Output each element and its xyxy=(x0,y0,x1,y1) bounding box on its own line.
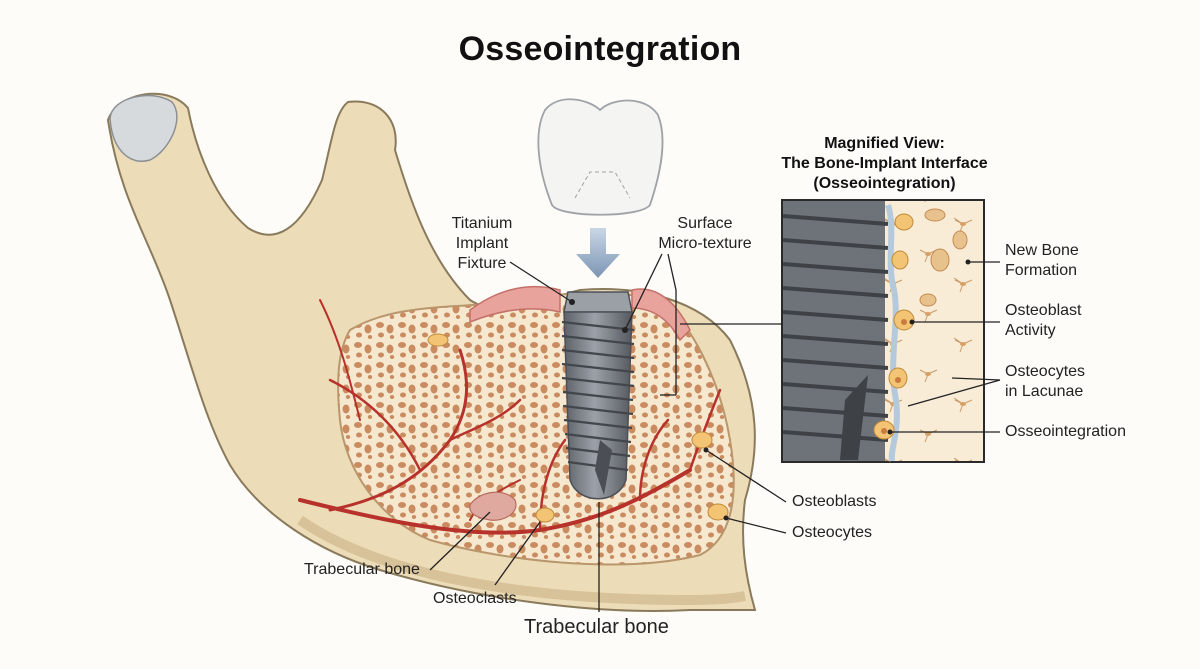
placement-arrow xyxy=(576,228,620,278)
crown xyxy=(537,98,664,216)
diagram-title: Osseointegration xyxy=(458,30,742,68)
label-osteoblast-activity: Osteoblast Activity xyxy=(1005,301,1081,341)
label-trabecular-bone-bottom: Trabecular bone xyxy=(524,616,669,638)
magnified-title-line: The Bone-Implant Interface xyxy=(781,155,988,172)
label-titanium-implant-fixture: Titanium Implant Fixture xyxy=(432,214,532,274)
leader-lines xyxy=(429,253,1001,612)
label-osteoblasts: Osteoblasts xyxy=(792,493,877,510)
label-trabecular-bone-left: Trabecular bone xyxy=(304,561,420,578)
label-line: Fixture xyxy=(457,255,507,272)
label-line: Surface xyxy=(677,215,733,232)
label-osteoclasts: Osteoclasts xyxy=(433,590,517,607)
label-line: Titanium xyxy=(451,215,513,232)
label-line: Osteocytes xyxy=(1005,363,1086,380)
label-osteocytes-in-lacunae: Osteocytes in Lacunae xyxy=(1005,362,1085,402)
implant-fixture xyxy=(561,291,635,500)
magnified-title-line: (Osseointegration) xyxy=(813,175,956,192)
label-line: Activity xyxy=(1005,322,1056,339)
label-osseointegration: Osseointegration xyxy=(1005,423,1126,440)
magnified-view-title: Magnified View: The Bone-Implant Interfa… xyxy=(762,134,1007,194)
magnified-title-line: Magnified View: xyxy=(824,135,945,152)
label-line: Micro-texture xyxy=(658,235,752,252)
label-line: in Lacunae xyxy=(1005,383,1084,400)
label-line: Osteoblast xyxy=(1005,302,1082,319)
label-line: New Bone xyxy=(1005,242,1079,259)
label-line: Formation xyxy=(1005,262,1078,279)
label-surface-micro-texture: Surface Micro-texture xyxy=(640,214,770,254)
bone-cells xyxy=(427,333,729,523)
label-osteocytes: Osteocytes xyxy=(792,524,873,541)
label-line: Implant xyxy=(455,235,509,252)
magnified-panel xyxy=(781,199,985,463)
label-new-bone-formation: New Bone Formation xyxy=(1005,241,1079,281)
